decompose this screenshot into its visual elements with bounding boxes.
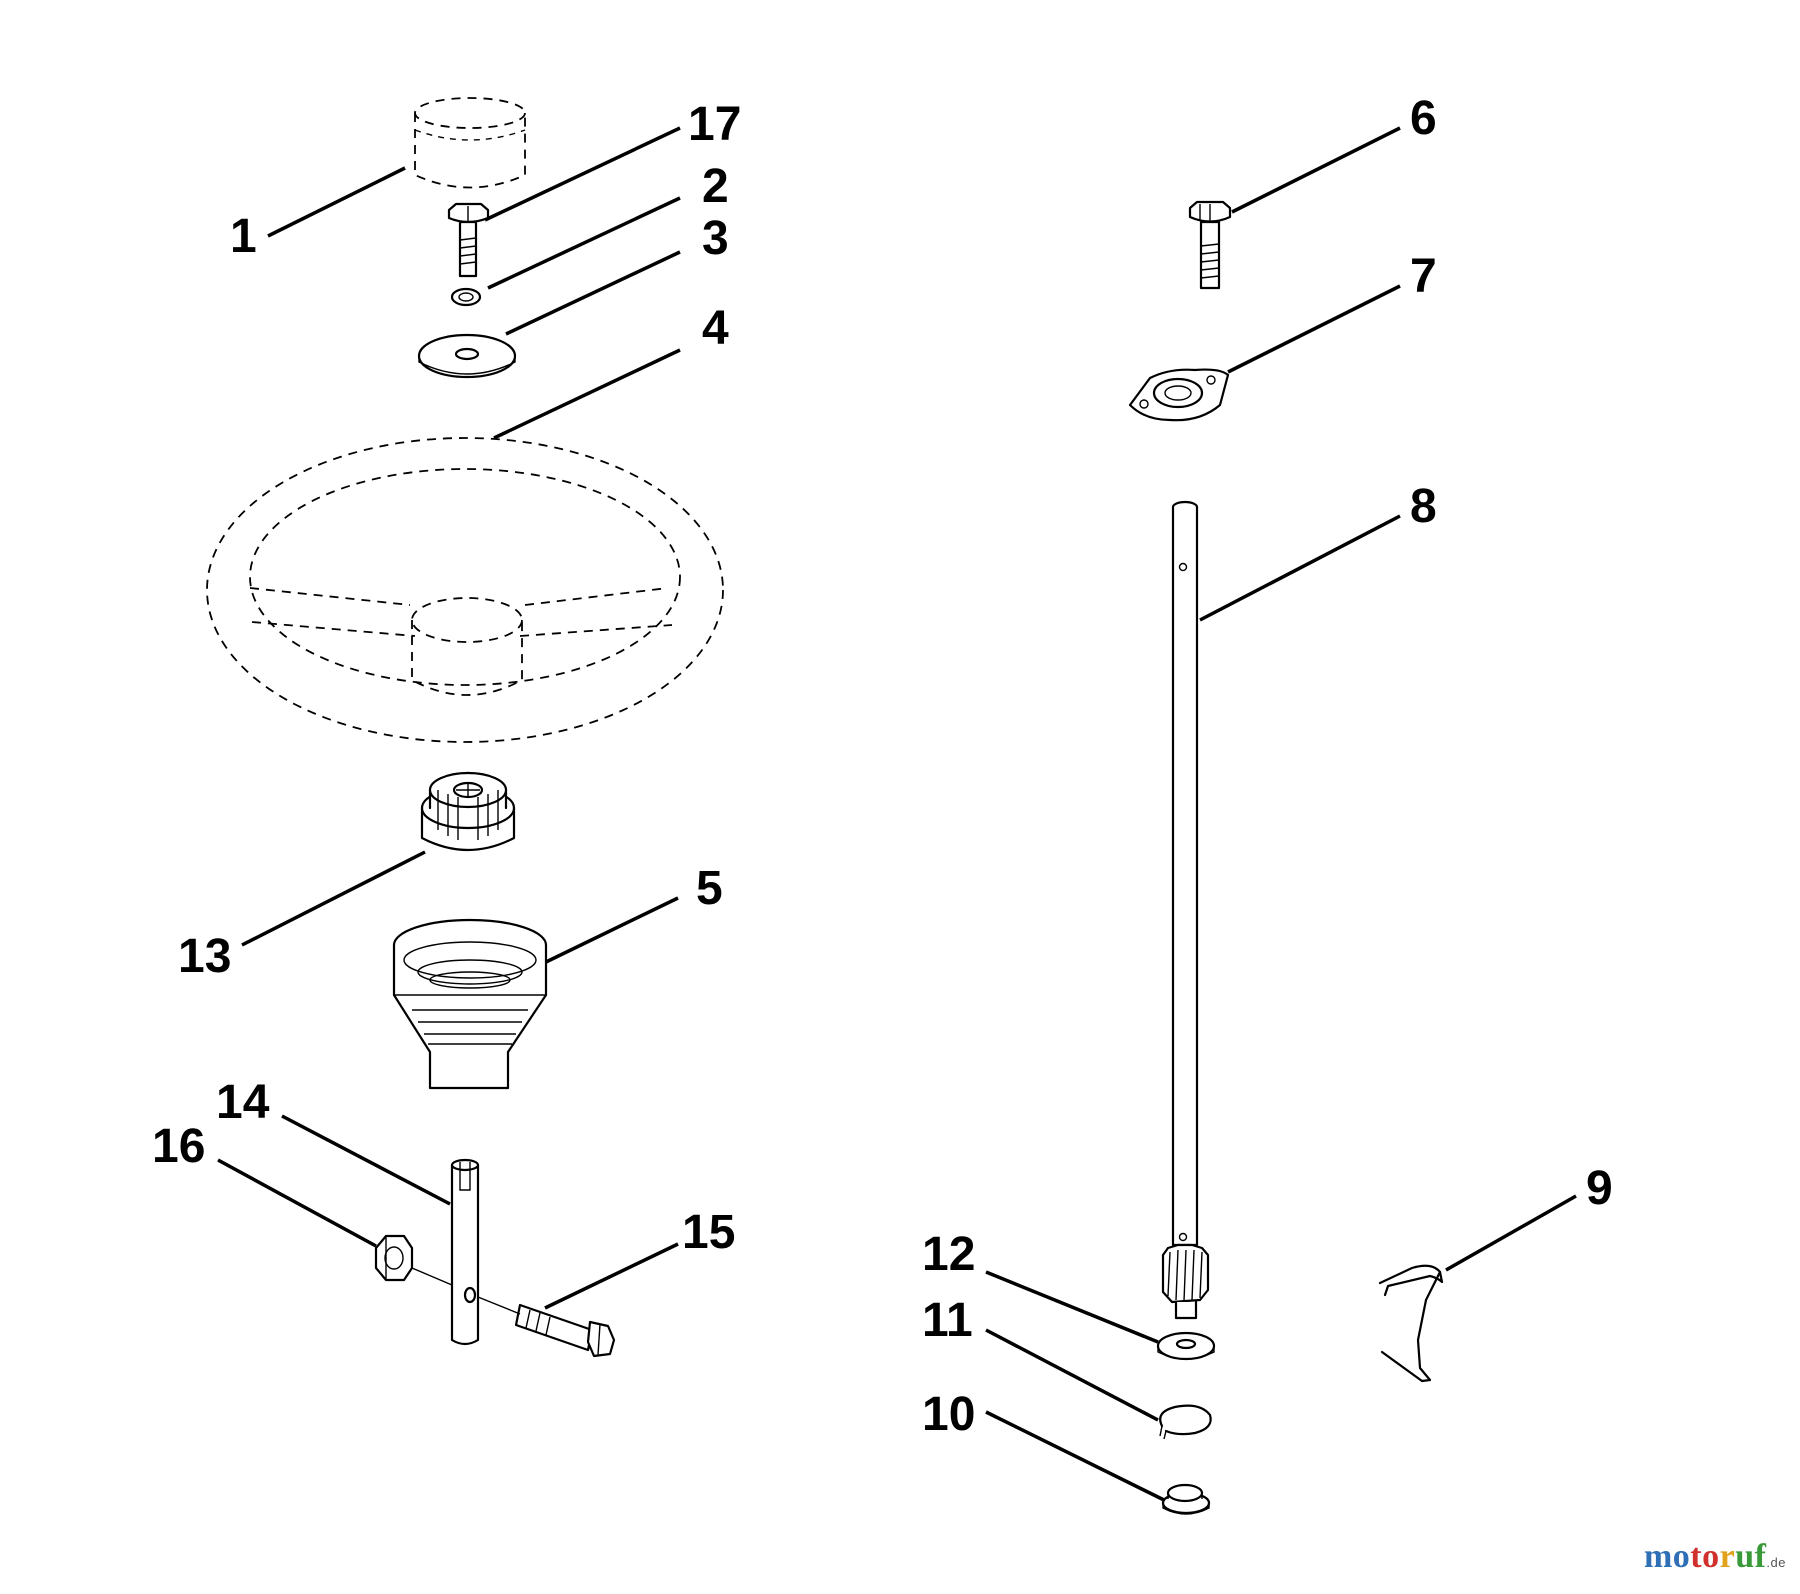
part-10-bushing xyxy=(1161,1483,1211,1515)
leader-11 xyxy=(985,1328,1159,1422)
leader-6 xyxy=(1231,126,1401,214)
part-1-cap xyxy=(414,97,526,189)
leader-lines xyxy=(217,126,1577,1502)
part-16-nut xyxy=(374,1234,414,1282)
leader-2 xyxy=(487,196,681,290)
part-9-spring-clip xyxy=(1378,1264,1444,1383)
callout-5: 5 xyxy=(696,862,723,915)
part-6-bolt xyxy=(1188,200,1232,290)
part-7-flange-bearing xyxy=(1128,368,1230,422)
callout-17: 17 xyxy=(688,98,741,151)
callout-numbers: 1 17 2 3 4 13 5 14 16 15 6 7 8 9 12 11 1… xyxy=(152,92,1613,1441)
leader-9 xyxy=(1445,1194,1577,1272)
callout-10: 10 xyxy=(922,1388,975,1441)
part-3-washer xyxy=(417,333,517,379)
leader-4 xyxy=(493,348,681,440)
part-17-bolt xyxy=(447,202,490,278)
leader-10 xyxy=(985,1410,1165,1502)
leader-5 xyxy=(545,896,679,964)
part-11-retaining-ring xyxy=(1159,1404,1212,1440)
callout-16: 16 xyxy=(152,1120,205,1173)
leader-14 xyxy=(281,1114,451,1206)
leader-17 xyxy=(484,126,681,222)
callout-2: 2 xyxy=(702,160,729,213)
callout-9: 9 xyxy=(1586,1162,1613,1215)
callout-1: 1 xyxy=(230,210,257,263)
part-12-washer xyxy=(1156,1331,1216,1361)
part-4-steering-wheel xyxy=(206,437,724,743)
leader-1 xyxy=(267,166,406,238)
callout-4: 4 xyxy=(702,302,729,355)
part-5-cone-bushing xyxy=(392,918,548,1090)
leader-7 xyxy=(1227,284,1401,374)
callout-11: 11 xyxy=(922,1294,973,1347)
callout-7: 7 xyxy=(1410,250,1437,303)
assembly-lines-left xyxy=(411,1267,521,1315)
watermark-logo: motoruf.de xyxy=(1643,1538,1786,1575)
callout-3: 3 xyxy=(702,212,729,265)
part-15-bolt xyxy=(514,1303,616,1358)
leader-13 xyxy=(241,850,426,947)
part-2-lock-washer xyxy=(450,287,482,307)
leader-8 xyxy=(1199,514,1401,622)
leader-15 xyxy=(544,1242,679,1310)
callout-8: 8 xyxy=(1410,480,1437,533)
part-13-splined-hub xyxy=(420,771,516,852)
leader-12 xyxy=(985,1270,1159,1344)
part-8-steering-shaft xyxy=(1161,500,1210,1320)
callout-13: 13 xyxy=(178,930,231,983)
callout-12: 12 xyxy=(922,1228,975,1281)
leader-16 xyxy=(217,1158,377,1248)
leader-3 xyxy=(505,250,681,336)
callout-14: 14 xyxy=(216,1076,270,1129)
callout-15: 15 xyxy=(682,1206,735,1259)
callout-6: 6 xyxy=(1410,92,1437,145)
part-14-shaft xyxy=(450,1158,480,1346)
